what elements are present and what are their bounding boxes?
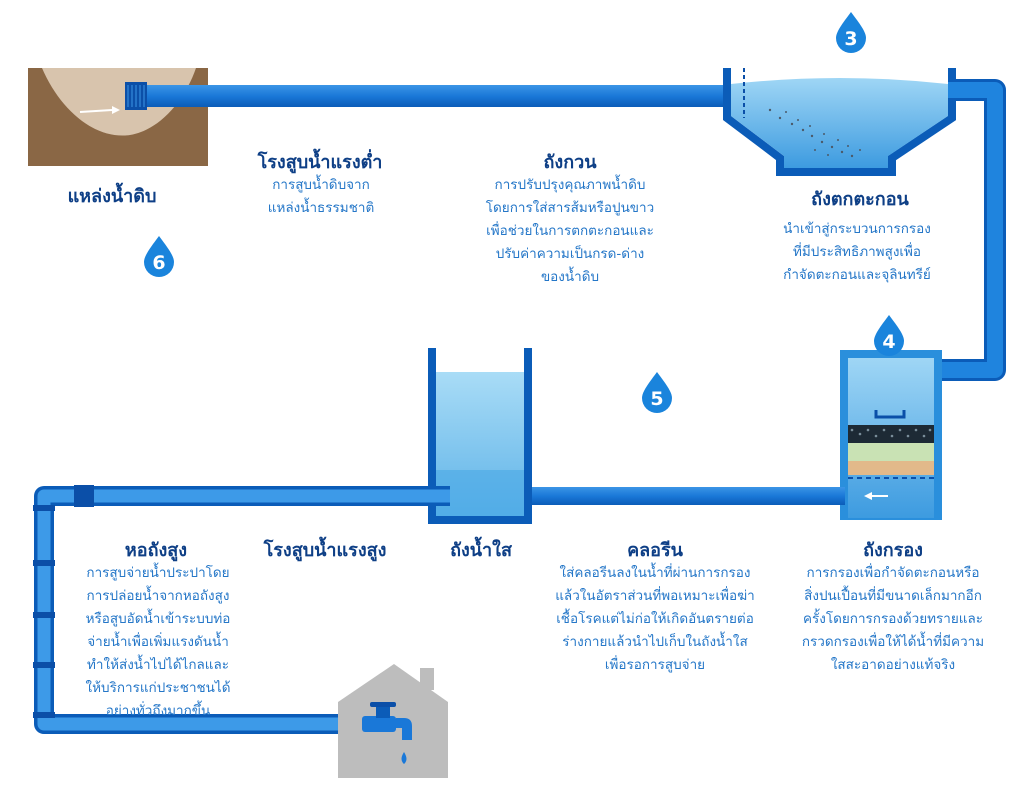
- step-5-badge: 5: [642, 372, 672, 413]
- step-3-badge: 3: [836, 12, 866, 53]
- low-lift-pump-title: โรงสูบน้ำแรงต่ำ: [257, 152, 383, 173]
- raw-source-title: แหล่งน้ำดิบ: [67, 186, 157, 207]
- step-5-number: 5: [650, 388, 663, 410]
- chlorine-title: คลอรีน: [627, 540, 683, 561]
- clear-water-tank: [428, 348, 532, 524]
- water-tower-title: หอถังสูง: [124, 540, 188, 561]
- water-tower-desc: การสูบจ่ายน้ำประปาโดย การปล่อยน้ำจากหอถั…: [85, 565, 231, 719]
- low-lift-pump-desc: การสูบน้ำดิบจาก แหล่งน้ำธรรมชาติ: [267, 177, 375, 216]
- intake-pipe: [125, 82, 742, 110]
- distribution-pipe: [33, 485, 450, 734]
- clear-water-tank-title: ถังน้ำใส: [450, 540, 512, 561]
- chlorine-desc: ใส่คลอรีนลงในน้ำที่ผ่านการกรอง แล้วในอัต…: [555, 565, 755, 673]
- step-6-number: 6: [152, 252, 165, 274]
- house-faucet: [338, 664, 448, 778]
- step-3-number: 3: [844, 28, 857, 50]
- step-4-badge: 4: [874, 315, 904, 356]
- filter-tank-desc: การกรองเพื่อกำจัดตะกอนหรือ สิ่งปนเปื้อนท…: [801, 565, 985, 673]
- high-lift-pump-title: โรงสูบน้ำแรงสูง: [263, 540, 387, 561]
- filter-tank-title: ถังกรอง: [863, 540, 923, 561]
- step-6-badge: 6: [144, 236, 174, 277]
- sedimentation-tank: [723, 68, 956, 176]
- sedimentation-tank-desc: นำเข้าสู่กระบวนการกรอง ที่มีประสิทธิภาพส…: [783, 221, 931, 283]
- step-4-number: 4: [882, 331, 895, 353]
- mixing-tank-desc: การปรับปรุงคุณภาพน้ำดิบ โดยการใส่สารส้มห…: [485, 177, 655, 285]
- mixing-tank-title: ถังกวน: [543, 152, 597, 173]
- sedimentation-tank-title: ถังตกตะกอน: [811, 189, 909, 210]
- filter-tank: [840, 350, 942, 520]
- raw-water-source: [28, 68, 208, 166]
- filter-to-clear-tank-pipe: [500, 487, 845, 505]
